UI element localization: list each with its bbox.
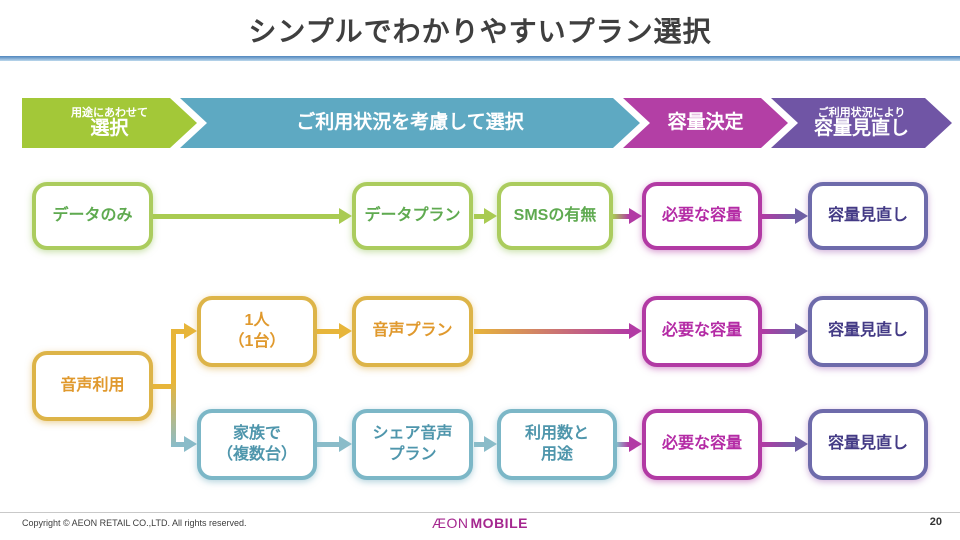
copyright-text: Copyright © AEON RETAIL CO.,LTD. All rig…	[22, 518, 247, 528]
arrow-family-shareplan	[317, 436, 352, 452]
footer-divider	[0, 512, 960, 513]
node-share-voice-plan: シェア音声 プラン	[352, 409, 473, 480]
arrow-usage-capacity3	[617, 436, 642, 452]
node-voice: 音声利用	[32, 351, 153, 421]
process-step-select: 用途にあわせて 選択	[22, 98, 197, 148]
node-required-capacity-2: 必要な容量	[642, 296, 762, 367]
process-step-capacity: 容量決定	[623, 98, 788, 148]
arrow-voiceplan-capacity2	[474, 323, 642, 339]
node-capacity-review-2: 容量見直し	[808, 296, 928, 367]
node-usage-count: 利用数と 用途	[497, 409, 617, 480]
process-step-select-label: 選択	[90, 117, 129, 139]
node-voice-plan: 音声プラン	[352, 296, 473, 367]
node-family: 家族で （複数台）	[197, 409, 317, 480]
process-step-review-label: 容量見直し	[813, 117, 909, 139]
page-number: 20	[929, 516, 942, 528]
arrow-shareplan-usage	[474, 436, 497, 452]
connector-voice-vertical	[171, 329, 176, 447]
connector-voice-stub	[153, 384, 176, 389]
arrow-capacity2-review2	[762, 323, 808, 339]
arrow-sms-capacity1	[613, 208, 642, 224]
process-step-review-subtitle: ご利用状況により	[817, 106, 906, 119]
node-sms: SMSの有無	[497, 182, 613, 250]
arrow-dataplan-sms	[474, 208, 497, 224]
process-step-consider-label: ご利用状況を考慮して選択	[296, 111, 524, 133]
node-required-capacity-3: 必要な容量	[642, 409, 762, 480]
arrow-oneperson-voiceplan	[317, 323, 352, 339]
arrow-capacity1-review1	[762, 208, 808, 224]
arrow-capacity3-review3	[762, 436, 808, 452]
node-one-person: 1人 （1台）	[197, 296, 317, 367]
node-capacity-review-3: 容量見直し	[808, 409, 928, 480]
arrow-branch-oneperson	[176, 323, 197, 339]
logo-mobile-text: MOBILE	[470, 515, 528, 531]
process-step-select-subtitle: 用途にあわせて	[71, 106, 148, 119]
process-step-consider: ご利用状況を考慮して選択	[180, 98, 640, 148]
process-step-review: ご利用状況により 容量見直し	[771, 98, 952, 148]
node-capacity-review-1: 容量見直し	[808, 182, 928, 250]
process-step-capacity-label: 容量決定	[667, 111, 744, 133]
logo-aeon-text: ÆON	[432, 515, 469, 531]
node-data-only: データのみ	[32, 182, 153, 250]
arrow-branch-family	[176, 436, 197, 452]
arrow-dataonly-dataplan	[153, 208, 352, 224]
page-title: シンプルでわかりやすいプラン選択	[248, 16, 712, 47]
node-required-capacity-1: 必要な容量	[642, 182, 762, 250]
title-divider	[0, 56, 960, 61]
node-data-plan: データプラン	[352, 182, 473, 250]
